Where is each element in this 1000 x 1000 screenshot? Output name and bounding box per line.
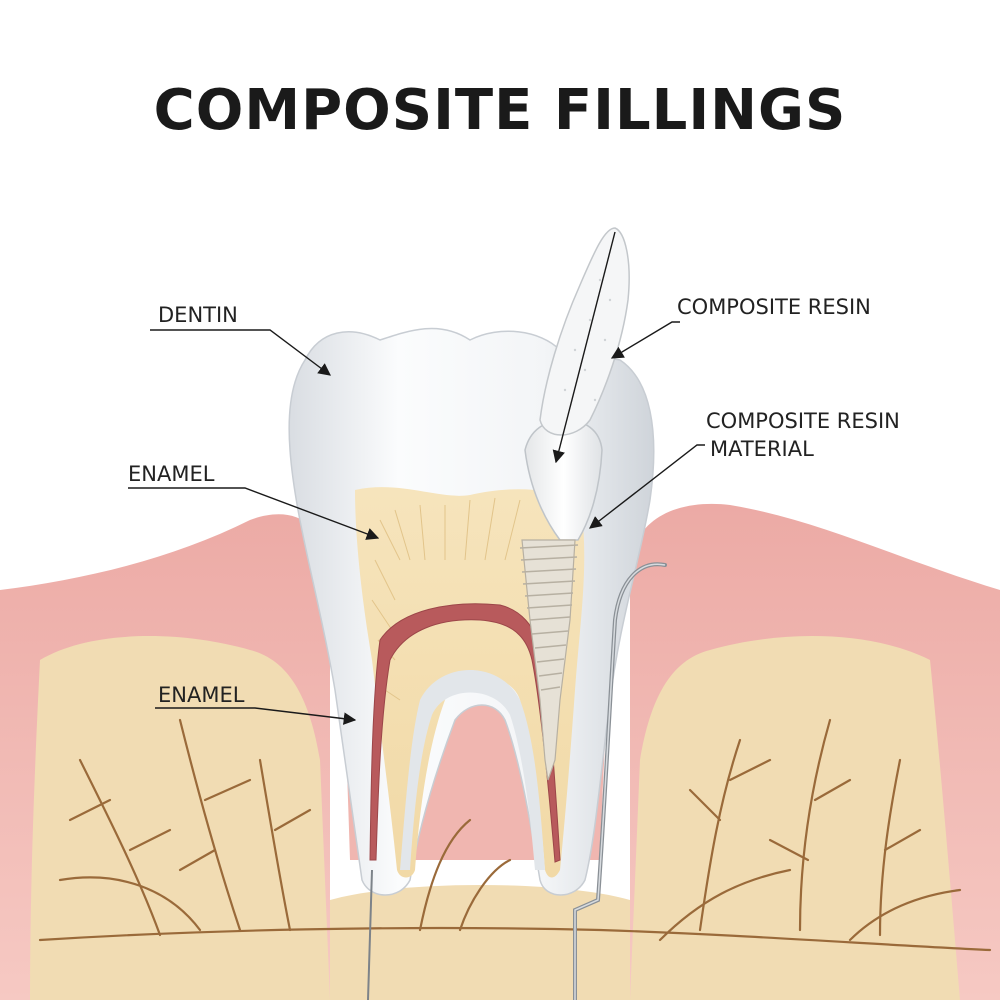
left-probe [367,869,373,1000]
nerve-branches [38,718,992,952]
label-composite-resin-material-line1: COMPOSITE RESIN [706,409,900,433]
label-enamel-upper: ENAMEL [128,462,215,486]
resin-applicator [539,227,630,436]
diagram-title: COMPOSITE FILLINGS [153,78,847,143]
label-composite-resin-material-line2: MATERIAL [710,437,814,461]
dental-probe-highlight [574,563,666,1000]
label-composite-resin: COMPOSITE RESIN [677,295,871,319]
label-enamel-lower: ENAMEL [158,683,245,707]
jaw-bone [30,636,960,1000]
label-dentin: DENTIN [158,303,238,327]
screw-post [519,539,579,781]
leader-lines [128,231,705,725]
applicator-speckle [563,278,612,402]
pulp-canal [369,603,561,863]
dentin-tubules [371,497,521,701]
